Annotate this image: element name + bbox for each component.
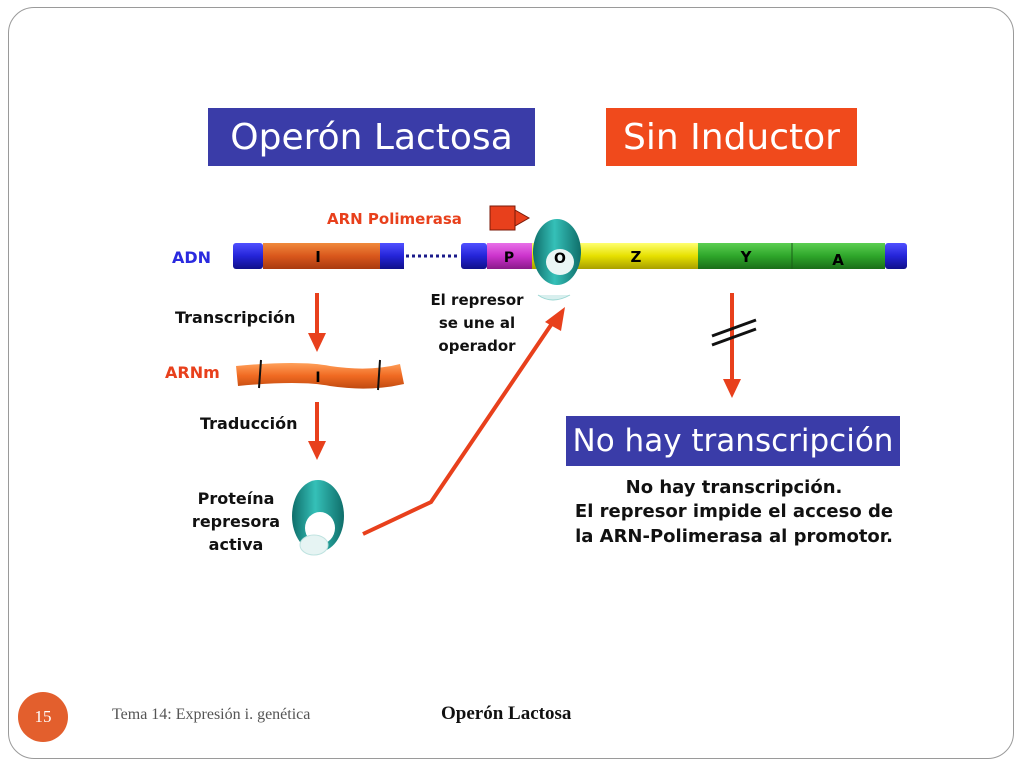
repressor-binds-line1: El represor [430, 291, 524, 309]
blocked-transcription-arrow [711, 293, 757, 398]
translation-label: Traducción [200, 414, 298, 433]
explanation-line2: El represor impide el acceso de [575, 501, 893, 522]
repressor-binds-line2: se une al [439, 314, 515, 332]
dna-segment-regulator: I [233, 243, 404, 269]
repressor-protein-label-line3: activa [209, 535, 264, 554]
repressor-protein-label-line2: represora [192, 512, 280, 531]
active-repressor-protein [292, 480, 344, 556]
title-operon-lactosa: Operón Lactosa [208, 108, 535, 166]
transcription-arrow [308, 293, 326, 352]
mrna-strand [236, 363, 404, 389]
gene-o-label: O [554, 251, 566, 267]
gene-y-label: Y [740, 248, 753, 266]
slide-number-badge: 15 [18, 692, 68, 742]
title-sin-inductor: Sin Inductor [606, 108, 857, 166]
polymerase-arrow-icon [489, 205, 531, 231]
repressor-protein-label-line1: Proteína [198, 489, 275, 508]
footer-title: Operón Lactosa [441, 703, 572, 724]
gene-p-label: P [504, 250, 514, 266]
dna-segment-operon: P Z Y A [461, 243, 907, 269]
explanation-line1: No hay transcripción. [626, 477, 843, 498]
footer-subtitle: Tema 14: Expresión i. genética [112, 706, 311, 723]
gene-a-label: A [832, 251, 844, 269]
gene-z-label: Z [631, 248, 642, 266]
repressor-on-operator: O [533, 219, 581, 301]
repressor-binds-line3: operador [438, 337, 516, 355]
mrna-gene-label: I [315, 370, 320, 386]
transcription-label: Transcripción [175, 308, 295, 327]
gene-i-label: I [315, 248, 321, 266]
explanation-line3: la ARN-Polimerasa al promotor. [575, 526, 893, 547]
dna-label: ADN [172, 248, 211, 267]
title-no-hay-transcripcion: No hay transcripción [566, 416, 900, 466]
translation-arrow [308, 402, 326, 460]
polymerase-label: ARN Polimerasa [327, 210, 462, 228]
mrna-label: ARNm [165, 363, 220, 382]
binding-arrow [362, 307, 565, 536]
